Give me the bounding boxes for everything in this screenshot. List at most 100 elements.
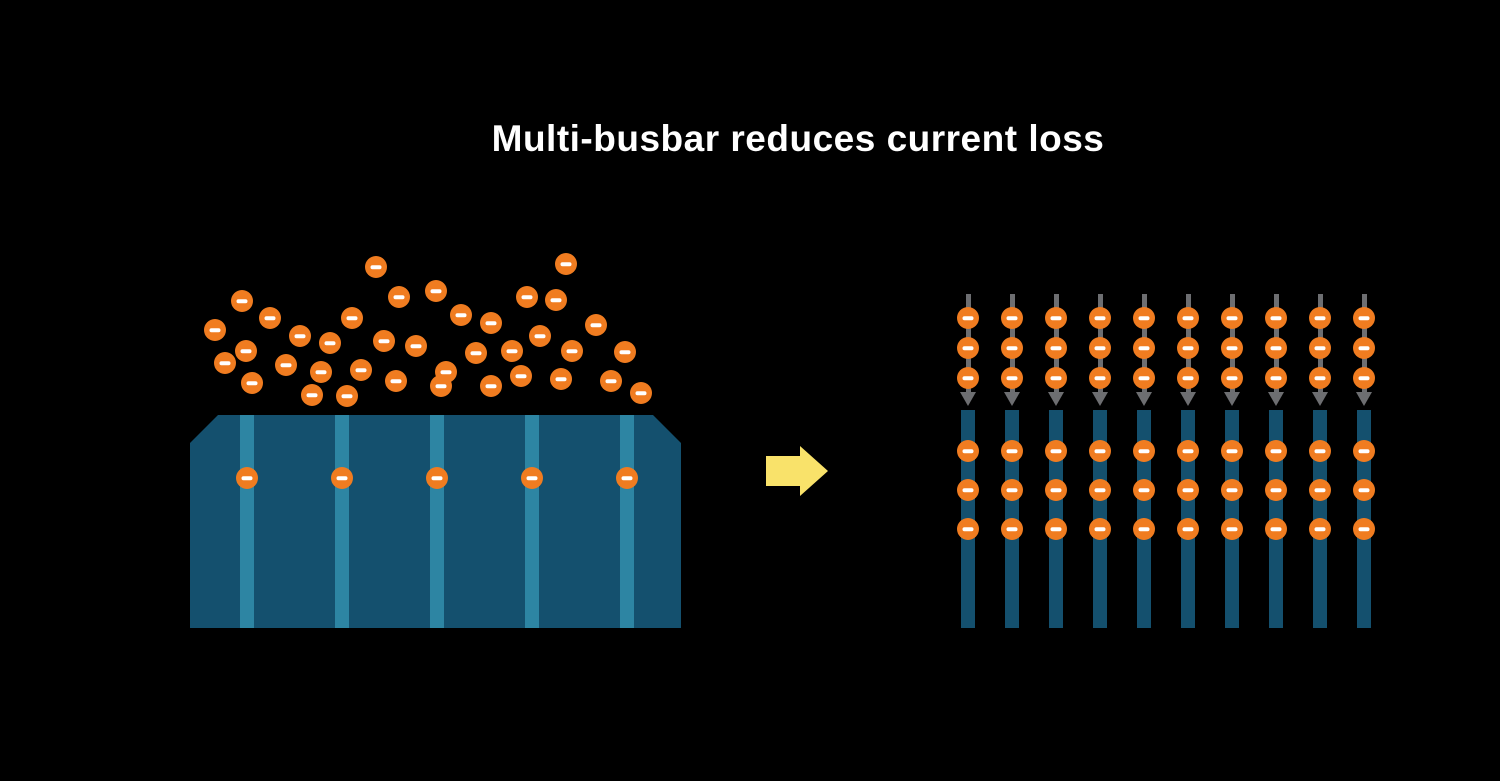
minus-glyph [621,476,633,480]
electron-icon [214,352,236,374]
minus-glyph [1358,527,1370,531]
minus-glyph [324,341,336,345]
electron-icon [426,467,448,489]
minus-glyph [521,295,533,299]
minus-glyph [410,344,422,348]
electron-icon [1133,337,1155,359]
electron-icon [1089,307,1111,329]
electron-icon [516,286,538,308]
minus-glyph [1270,449,1282,453]
electron-icon [480,375,502,397]
electron-icon [529,325,551,347]
electron-icon [1353,479,1375,501]
electron-icon [350,359,372,381]
electron-icon [1089,440,1111,462]
electron-icon [319,332,341,354]
electron-icon [1001,440,1023,462]
electron-icon [1045,479,1067,501]
down-arrowhead-icon [1136,392,1152,406]
minus-glyph [590,323,602,327]
minus-glyph [566,349,578,353]
electron-icon [1309,440,1331,462]
minus-glyph [1050,346,1062,350]
minus-glyph [241,476,253,480]
electron-icon [1001,479,1023,501]
minus-glyph [1270,488,1282,492]
minus-glyph [1182,316,1194,320]
minus-glyph [619,350,631,354]
flow-arrow-icon [766,446,828,496]
electron-icon [957,337,979,359]
minus-glyph [1050,527,1062,531]
minus-glyph [1094,527,1106,531]
minus-glyph [336,476,348,480]
minus-glyph [430,289,442,293]
minus-glyph [1006,316,1018,320]
minus-glyph [470,351,482,355]
electron-icon [231,290,253,312]
minus-glyph [1138,449,1150,453]
minus-glyph [455,313,467,317]
minus-glyph [1138,527,1150,531]
minus-glyph [1182,449,1194,453]
minus-glyph [962,449,974,453]
electron-icon [1177,440,1199,462]
minus-glyph [1050,316,1062,320]
minus-glyph [550,298,562,302]
electron-icon [1309,337,1331,359]
electron-icon [480,312,502,334]
down-arrowhead-icon [1048,392,1064,406]
electron-icon [331,467,353,489]
electron-icon [1045,367,1067,389]
down-arrowhead-icon [1092,392,1108,406]
minus-glyph [1182,527,1194,531]
minus-glyph [1314,316,1326,320]
electron-icon [204,319,226,341]
down-arrowhead-icon [1268,392,1284,406]
down-arrowhead-icon [1180,392,1196,406]
minus-glyph [485,321,497,325]
electron-icon [1177,367,1199,389]
minus-glyph [1270,346,1282,350]
minus-glyph [1138,346,1150,350]
electron-icon [310,361,332,383]
electron-icon [957,518,979,540]
electron-icon [600,370,622,392]
electron-icon [450,304,472,326]
electron-icon [1045,337,1067,359]
minus-glyph [1138,488,1150,492]
electron-icon [430,375,452,397]
minus-glyph [378,339,390,343]
minus-glyph [1050,488,1062,492]
minus-glyph [431,476,443,480]
minus-glyph [219,361,231,365]
flow-arrow-shape [766,446,828,496]
electron-icon [1265,307,1287,329]
electron-icon [1221,518,1243,540]
minus-glyph [1182,488,1194,492]
electron-icon [957,307,979,329]
electron-icon [1133,479,1155,501]
electron-icon [1353,367,1375,389]
minus-glyph [526,476,538,480]
down-arrowhead-icon [1004,392,1020,406]
minus-glyph [1050,376,1062,380]
minus-glyph [962,527,974,531]
electron-icon [1089,518,1111,540]
minus-glyph [315,370,327,374]
minus-glyph [294,334,306,338]
electron-icon [501,340,523,362]
busbar-stripe [620,415,634,628]
electron-icon [1309,367,1331,389]
minus-glyph [962,488,974,492]
electron-icon [1265,479,1287,501]
electron-icon [550,368,572,390]
electron-icon [341,307,363,329]
electron-icon [365,256,387,278]
electron-icon [1353,440,1375,462]
electron-icon [1309,479,1331,501]
electron-icon [336,385,358,407]
electron-icon [1353,337,1375,359]
electron-icon [1089,479,1111,501]
minus-glyph [1314,346,1326,350]
